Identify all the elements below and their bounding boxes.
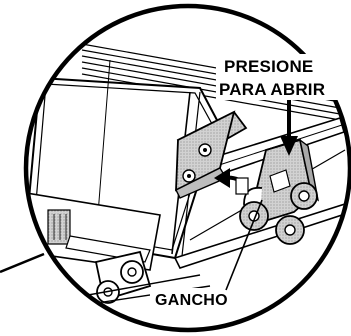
press-label-line-2: PARA ABRIR xyxy=(219,80,326,99)
label-backdrop-top xyxy=(216,54,344,100)
hook-leader-line xyxy=(225,199,263,291)
press-label-line-1: PRESIONE xyxy=(224,57,314,76)
press-arrow xyxy=(280,100,298,156)
magnifier-circle xyxy=(23,3,351,333)
hook-label: GANCHO xyxy=(155,292,228,309)
striker-plate xyxy=(175,110,248,199)
magnified-view xyxy=(26,43,346,311)
leader-line xyxy=(0,252,45,274)
lower-assembly xyxy=(26,191,211,311)
label-backdrop-bottom xyxy=(150,288,242,312)
latch-slot xyxy=(235,177,249,195)
hook-latch xyxy=(239,138,319,245)
